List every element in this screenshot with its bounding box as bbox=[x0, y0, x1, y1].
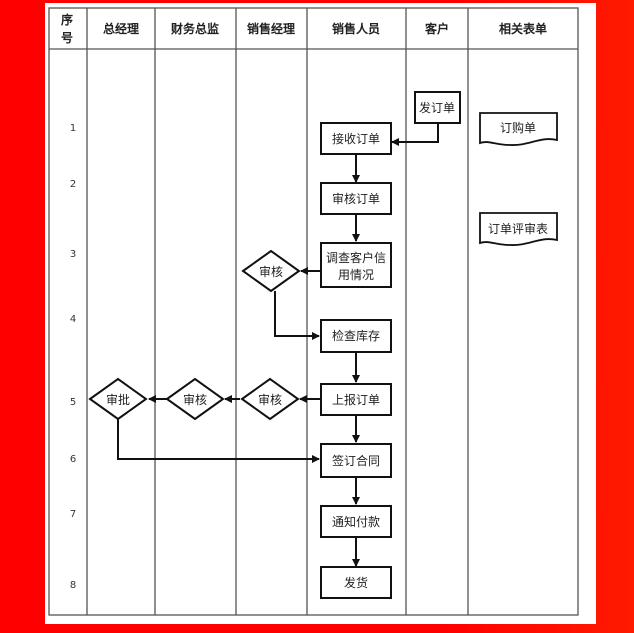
connectors bbox=[117, 123, 439, 567]
flow-node-cfo-review[interactable]: 审核 bbox=[165, 377, 225, 421]
header-general-manager: 总经理 bbox=[103, 21, 139, 36]
flow-node-receive-order[interactable]: 接收订单 bbox=[320, 122, 392, 155]
flow-node-sm-review-2[interactable]: 审核 bbox=[240, 377, 300, 421]
svg-text:审核: 审核 bbox=[183, 392, 207, 407]
header-customer: 客户 bbox=[424, 21, 449, 36]
flow-node-ship[interactable]: 发货 bbox=[320, 566, 392, 599]
svg-text:通知付款: 通知付款 bbox=[332, 515, 380, 529]
header-salesperson: 销售人员 bbox=[332, 21, 380, 36]
flow-node-gm-approve[interactable]: 审批 bbox=[88, 377, 148, 421]
header-seq-line1: 序 bbox=[61, 12, 73, 27]
svg-text:调查客户信: 调查客户信 bbox=[326, 250, 386, 265]
row-numbers: 1 2 3 4 5 6 7 8 bbox=[70, 123, 76, 591]
flow-node-check-credit[interactable]: 调查客户信 用情况 bbox=[320, 242, 392, 288]
svg-text:检查库存: 检查库存 bbox=[332, 328, 380, 343]
svg-text:用情况: 用情况 bbox=[338, 268, 374, 282]
row-number: 2 bbox=[70, 179, 76, 190]
svg-text:审批: 审批 bbox=[106, 392, 130, 407]
svg-text:审核: 审核 bbox=[259, 264, 283, 279]
flow-node-review-order[interactable]: 审核订单 bbox=[320, 182, 392, 215]
svg-text:订单评审表: 订单评审表 bbox=[488, 221, 548, 236]
row-number: 3 bbox=[70, 249, 76, 260]
document-order-review-form[interactable]: 订单评审表 bbox=[479, 212, 558, 246]
svg-text:发订单: 发订单 bbox=[419, 100, 455, 115]
svg-text:上报订单: 上报订单 bbox=[332, 392, 380, 407]
svg-text:签订合同: 签订合同 bbox=[332, 453, 380, 468]
row-number: 7 bbox=[70, 509, 76, 520]
svg-text:接收订单: 接收订单 bbox=[332, 131, 380, 146]
svg-text:审核: 审核 bbox=[258, 392, 282, 407]
row-number: 5 bbox=[70, 397, 76, 408]
header-seq-line2: 号 bbox=[61, 30, 73, 45]
swimlane-grid bbox=[48, 7, 579, 616]
flow-node-sign-contract[interactable]: 签订合同 bbox=[320, 443, 392, 478]
flow-node-sm-review-1[interactable]: 审核 bbox=[241, 249, 301, 293]
flow-node-notify-payment[interactable]: 通知付款 bbox=[320, 505, 392, 538]
flow-node-send-order[interactable]: 发订单 bbox=[414, 91, 461, 124]
svg-text:发货: 发货 bbox=[344, 575, 368, 590]
header-finance-director: 财务总监 bbox=[170, 21, 219, 36]
flow-node-check-stock[interactable]: 检查库存 bbox=[320, 319, 392, 353]
row-number: 6 bbox=[70, 454, 76, 465]
flow-node-report-order[interactable]: 上报订单 bbox=[320, 383, 392, 416]
row-number: 8 bbox=[70, 580, 76, 591]
svg-text:订购单: 订购单 bbox=[500, 120, 536, 135]
document-purchase-order[interactable]: 订购单 bbox=[479, 112, 558, 146]
svg-text:审核订单: 审核订单 bbox=[332, 191, 380, 206]
header-sales-manager: 销售经理 bbox=[247, 21, 295, 36]
header-related-forms: 相关表单 bbox=[499, 21, 547, 36]
row-number: 1 bbox=[70, 123, 76, 134]
row-number: 4 bbox=[70, 314, 76, 325]
lane-headers: 序 号 总经理 财务总监 销售经理 销售人员 客户 相关表单 bbox=[61, 12, 547, 45]
